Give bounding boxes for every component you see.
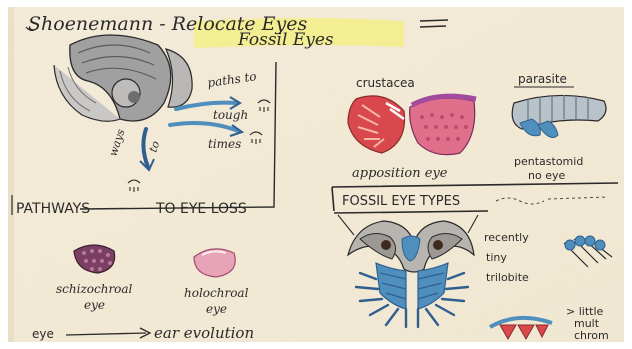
pathways-footer: PATHWAYS [16,201,90,217]
caption-apposition: apposition eye [352,166,448,181]
label-holochroal-eye: eye [206,302,227,316]
text-times: times [208,137,241,151]
label-recently: recently [484,231,529,244]
label-evolution-b: ear evolution [154,324,254,342]
page-subtitle: Fossil Eyes [237,30,334,50]
label-parasite: parasite [518,72,567,86]
label-schizochroal: schizochroal [56,282,133,296]
text-tough: tough [213,108,248,122]
label-holochroal: holochroal [184,286,249,300]
label-schizochroal-eye: eye [84,298,105,312]
sketch-illustration: Shoenemann - Relocate Eyes Fossil Eyes [8,7,624,342]
label-crustacea: crustacea [356,76,415,90]
label-evolution-a: eye [32,327,54,341]
pathways-footer-b: TO EYE LOSS [155,201,247,217]
label-trilobite: trilobite [486,271,529,284]
fossil-panel-title: FOSSIL EYE TYPES [342,194,460,209]
caption-no-eye: no eye [528,169,565,182]
sketchbook-page: Shoenemann - Relocate Eyes Fossil Eyes [8,7,624,342]
label-chrom: chrom [574,329,609,342]
label-tiny: tiny [486,251,507,264]
caption-pentastomid: pentastomid [514,155,583,168]
